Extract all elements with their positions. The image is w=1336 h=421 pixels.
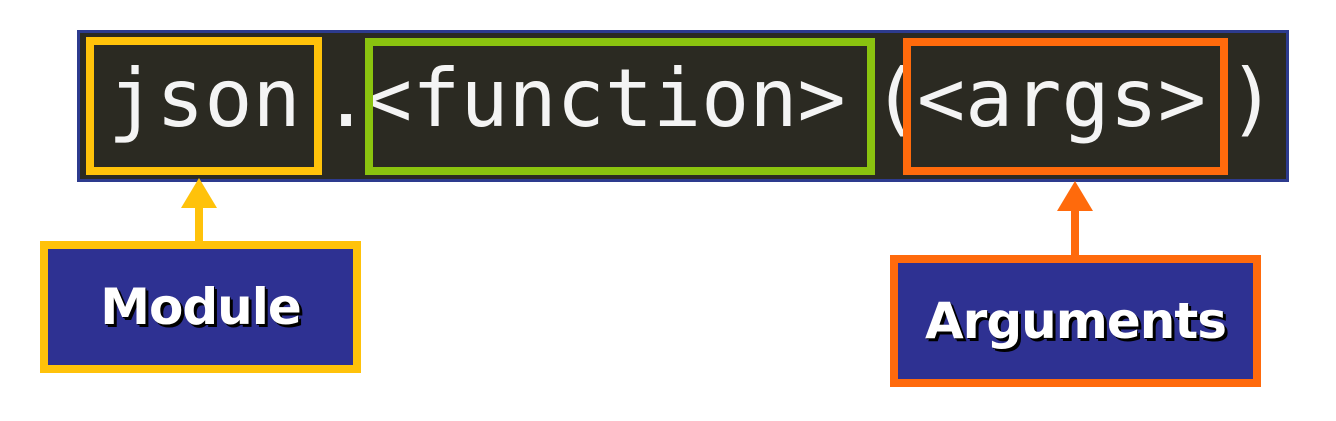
module-label: Module [100,278,302,336]
arguments-label: Arguments [924,292,1227,350]
arguments-label-box: Arguments [890,255,1261,387]
code-function: <function> [364,52,846,145]
code-bar [77,30,1289,182]
module-highlight-box [86,37,322,175]
args-highlight-box [903,38,1228,175]
module-arrow-shaft [195,204,203,244]
module-label-box: Module [40,241,361,373]
code-close-paren: ) [1228,52,1277,145]
code-dot: . [322,52,371,145]
args-arrow-head [1057,181,1093,211]
code-open-paren: ( [872,52,921,145]
code-args: <args> [917,52,1206,145]
code-module: json [108,52,301,145]
function-highlight-box [365,38,875,175]
module-arrow-head [181,178,217,208]
args-arrow-shaft [1071,207,1079,257]
